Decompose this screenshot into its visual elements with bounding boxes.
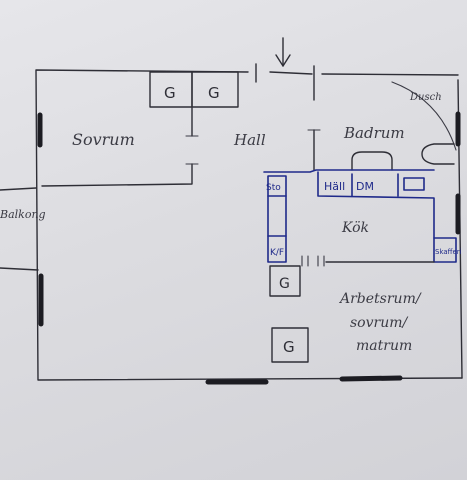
entrance-door [255, 63, 315, 101]
wardrobe-label-1: G [164, 84, 176, 102]
room-label-hall: Hall [233, 131, 266, 149]
fridge-label: K/F [270, 248, 284, 258]
sovrum-walls [41, 107, 199, 187]
room-label-arbetsrum-3: matrum [356, 338, 412, 354]
wardrobe-label-2: G [208, 84, 220, 102]
badrum-walls [307, 81, 457, 171]
room-label-badrum: Badrum [343, 124, 405, 142]
skafferi-label: Skafferi [435, 248, 462, 256]
stove-label: Sto [266, 183, 281, 193]
dishwasher-label: DM [356, 180, 374, 193]
room-label-arbetsrum-1: Arbetsrum/ [338, 291, 422, 307]
room-label-dusch: Dusch [409, 92, 442, 103]
wardrobe-top-pair [149, 71, 239, 108]
window-bottom-right [339, 375, 403, 382]
room-label-sovrum: Sovrum [72, 130, 135, 149]
wardrobe-kok [269, 265, 301, 297]
room-label-arbetsrum-2: sovrum/ [350, 315, 409, 331]
kitchen-counters [263, 169, 457, 263]
room-label-balkong: Balkong [0, 208, 46, 221]
windows [37, 111, 461, 385]
hall-counter-label: Häll [324, 180, 345, 193]
balcony [0, 187, 39, 271]
entrance-arrow-icon [275, 37, 291, 67]
toilet-icon [421, 143, 455, 165]
room-label-kok: Kök [341, 220, 369, 236]
kok-bottom-wall [301, 255, 435, 267]
wardrobe-label-4: G [283, 338, 295, 356]
wardrobe-arbetsrum [271, 327, 309, 363]
outer-walls [35, 69, 463, 381]
wardrobe-label-3: G [279, 276, 290, 292]
sink-icon [351, 151, 393, 171]
